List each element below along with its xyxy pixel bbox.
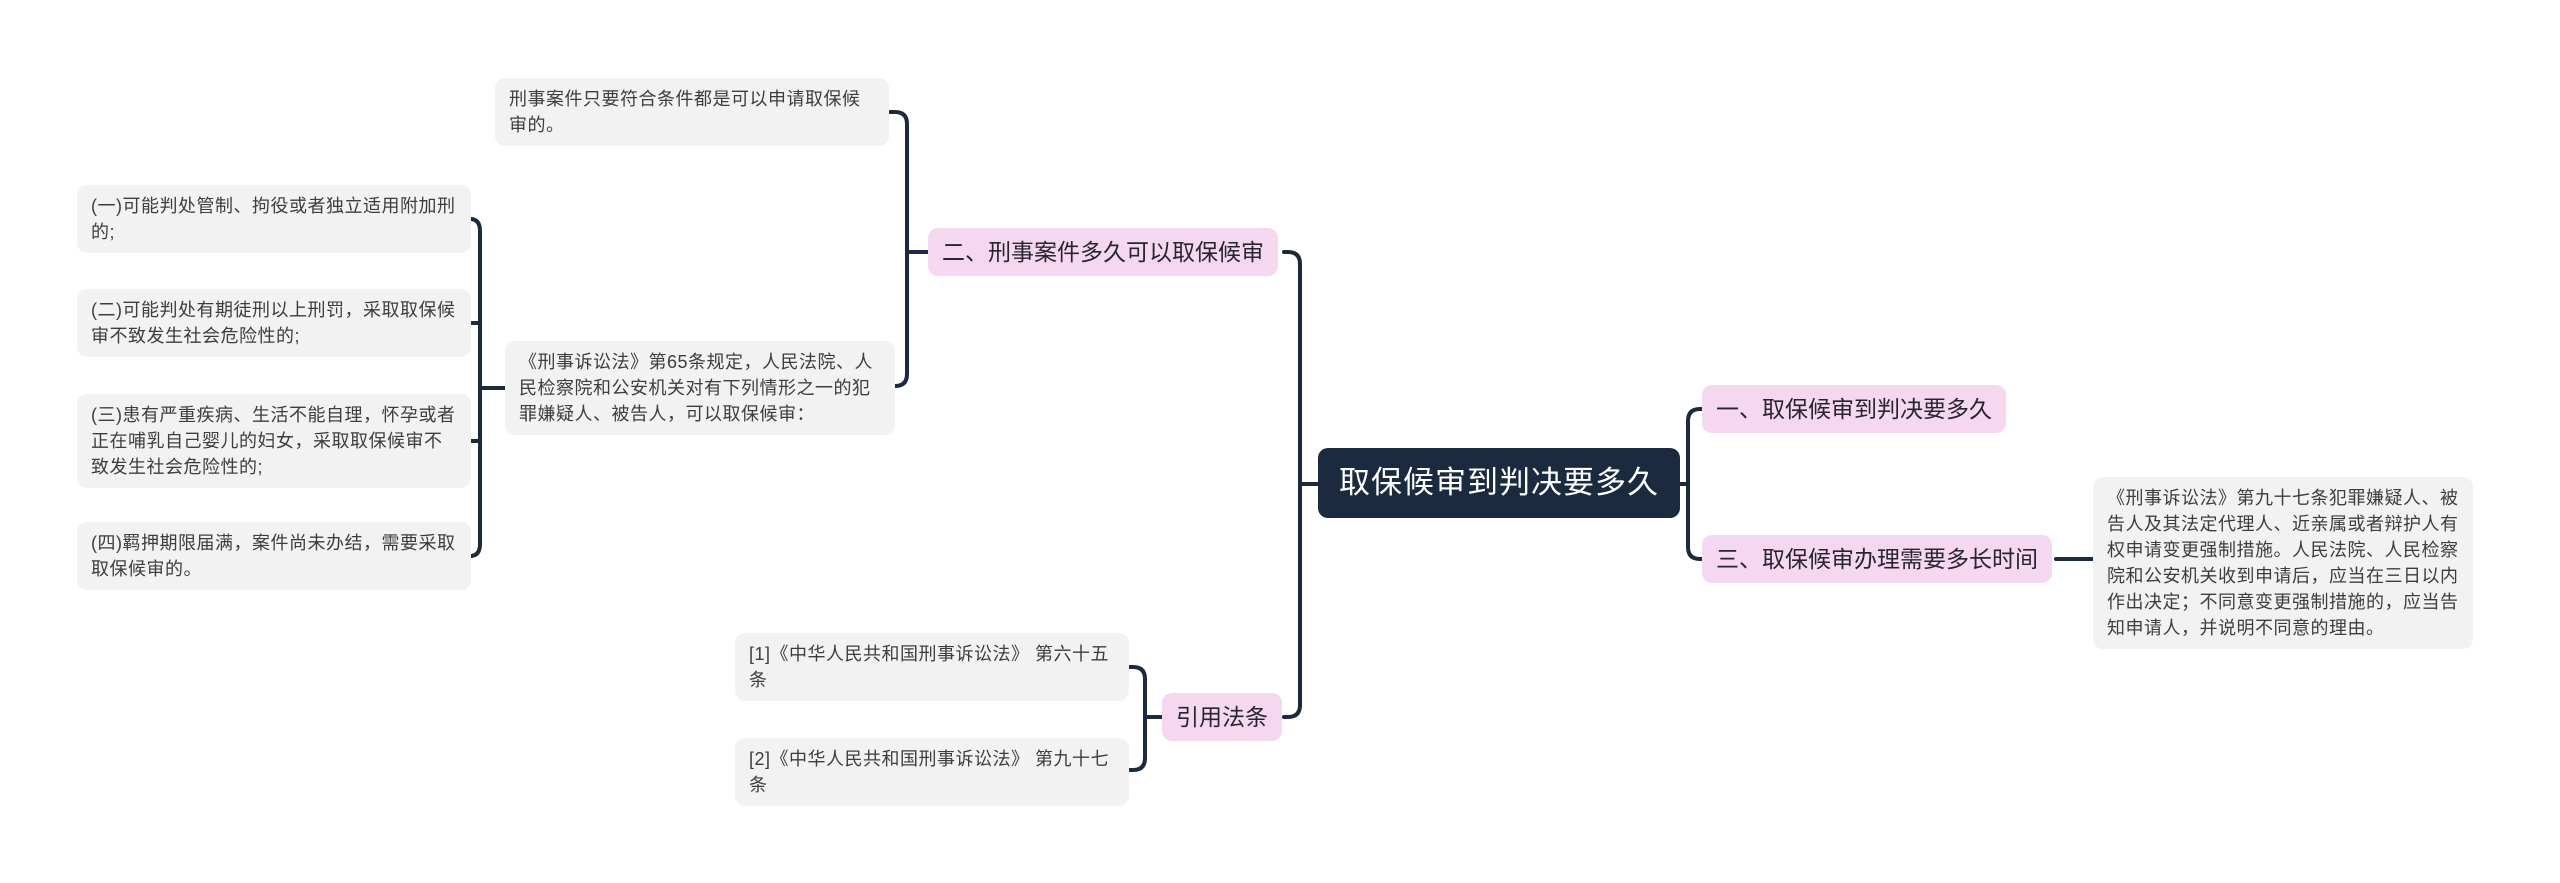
connector-refs-spine — [1128, 665, 1147, 772]
connector-left-spine — [1282, 250, 1302, 719]
note-condition-4[interactable]: (四)羁押期限届满，案件尚未办结，需要采取取保候审的。 — [77, 522, 471, 590]
note-apply-anytime[interactable]: 刑事案件只要符合条件都是可以申请取保候审的。 — [495, 78, 889, 146]
branch-one-node[interactable]: 一、取保候审到判决要多久 — [1702, 385, 2006, 433]
note-citation-1[interactable]: [1]《中华人民共和国刑事诉讼法》 第六十五条 — [735, 633, 1129, 701]
branch-three-node[interactable]: 三、取保候审办理需要多长时间 — [1702, 535, 2052, 583]
branch-two-node[interactable]: 二、刑事案件多久可以取保候审 — [928, 228, 1278, 276]
branch-refs-node[interactable]: 引用法条 — [1162, 693, 1282, 741]
note-condition-1[interactable]: (一)可能判处管制、拘役或者独立适用附加刑的; — [77, 185, 471, 253]
note-citation-2[interactable]: [2]《中华人民共和国刑事诉讼法》 第九十七条 — [735, 738, 1129, 806]
connector-right-spine — [1686, 407, 1704, 561]
note-law65[interactable]: 《刑事诉讼法》第65条规定，人民法院、人民检察院和公安机关对有下列情形之一的犯罪… — [505, 341, 895, 435]
note-condition-2[interactable]: (二)可能判处有期徒刑以上刑罚，采取取保候审不致发生社会危险性的; — [77, 289, 471, 357]
note-law97[interactable]: 《刑事诉讼法》第九十七条犯罪嫌疑人、被告人及其法定代理人、近亲属或者辩护人有权申… — [2093, 477, 2473, 649]
note-condition-3[interactable]: (三)患有严重疾病、生活不能自理，怀孕或者正在哺乳自己婴儿的妇女，采取取保候审不… — [77, 394, 471, 488]
root-topic-node[interactable]: 取保候审到判决要多久 — [1318, 448, 1680, 518]
connector-cond-spine — [469, 217, 482, 558]
